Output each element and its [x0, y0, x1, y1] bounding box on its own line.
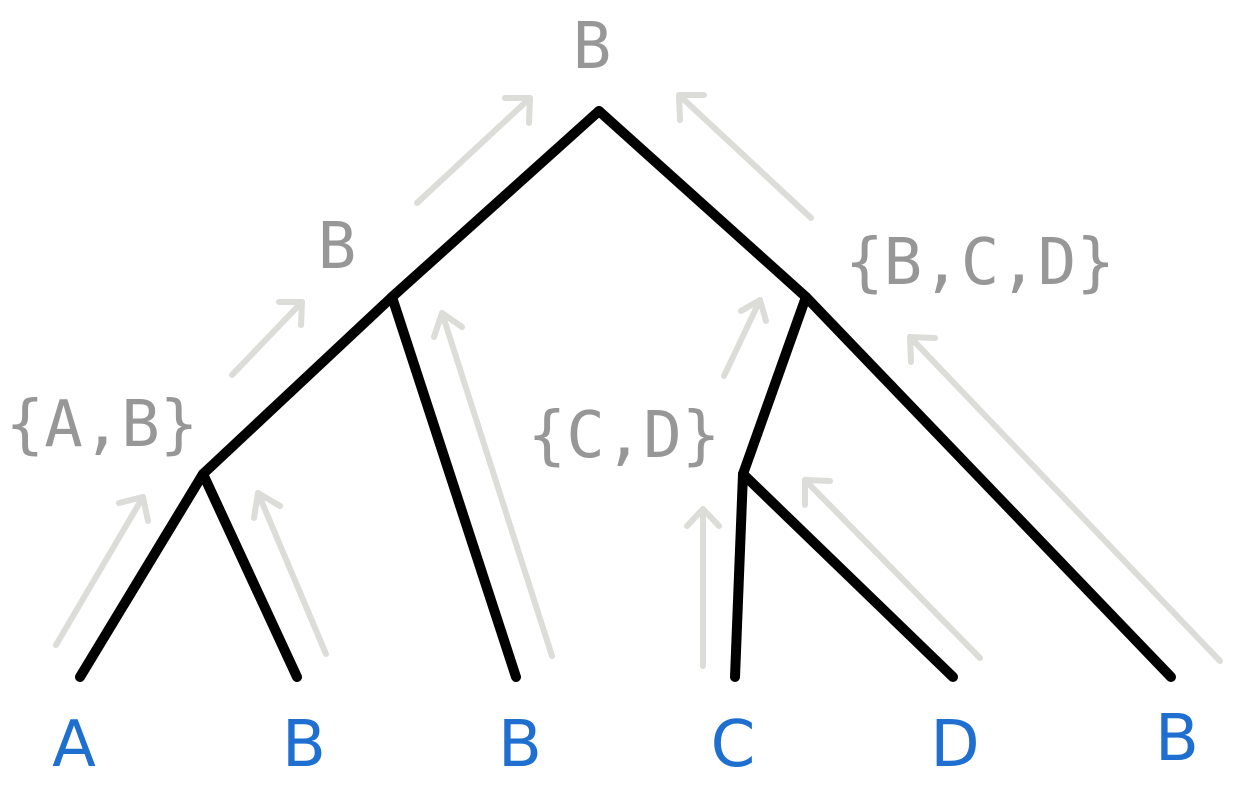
branch-root-left — [387, 106, 604, 302]
branch-right-lower-to-leaf-c — [730, 469, 748, 682]
arrow-left-lower-node — [229, 299, 305, 378]
arrow-leaf-b3 — [907, 334, 1223, 664]
branch-left-lower-to-leaf-b1 — [198, 469, 302, 682]
tree-branches — [75, 106, 1176, 682]
leaf-label-c: C — [711, 708, 756, 782]
state-label-right-lower: {C,D} — [528, 399, 721, 473]
arrow-leaf-d — [802, 477, 983, 661]
leaf-label-d: D — [930, 708, 979, 782]
arrow-left-upper-node — [414, 95, 533, 206]
arrow-leaf-b1 — [251, 490, 329, 657]
arrow-leaf-b2 — [431, 310, 555, 659]
branch-left-upper-to-leaf-b2 — [387, 292, 521, 682]
state-label-root: B — [573, 10, 612, 84]
branch-root-right — [594, 106, 811, 302]
arrow-right-lower-node — [721, 297, 769, 379]
branch-right-upper-to-lower — [738, 292, 811, 479]
internal-state-labels: B B {A,B} {B,C,D} {C,D} — [6, 10, 1115, 473]
branch-right-lower-to-leaf-d — [738, 469, 958, 682]
leaf-label-b2: B — [498, 708, 542, 782]
arrow-right-upper-node — [676, 92, 814, 221]
upward-arrows — [53, 92, 1223, 669]
leaf-label-a: A — [52, 708, 96, 782]
leaf-label-b1: B — [282, 708, 326, 782]
state-label-left-upper: B — [318, 210, 357, 284]
leaf-label-b3: B — [1155, 702, 1199, 776]
branch-left-upper-to-lower — [198, 292, 397, 479]
arrow-leaf-a — [53, 494, 151, 648]
state-label-right-upper: {B,C,D} — [845, 226, 1115, 300]
arrow-leaf-c — [684, 506, 722, 669]
branch-left-lower-to-leaf-a — [75, 469, 208, 682]
branch-right-upper-to-leaf-b3 — [801, 292, 1176, 682]
leaf-labels: A B B C D B — [52, 702, 1199, 782]
state-label-left-lower: {A,B} — [6, 388, 199, 462]
